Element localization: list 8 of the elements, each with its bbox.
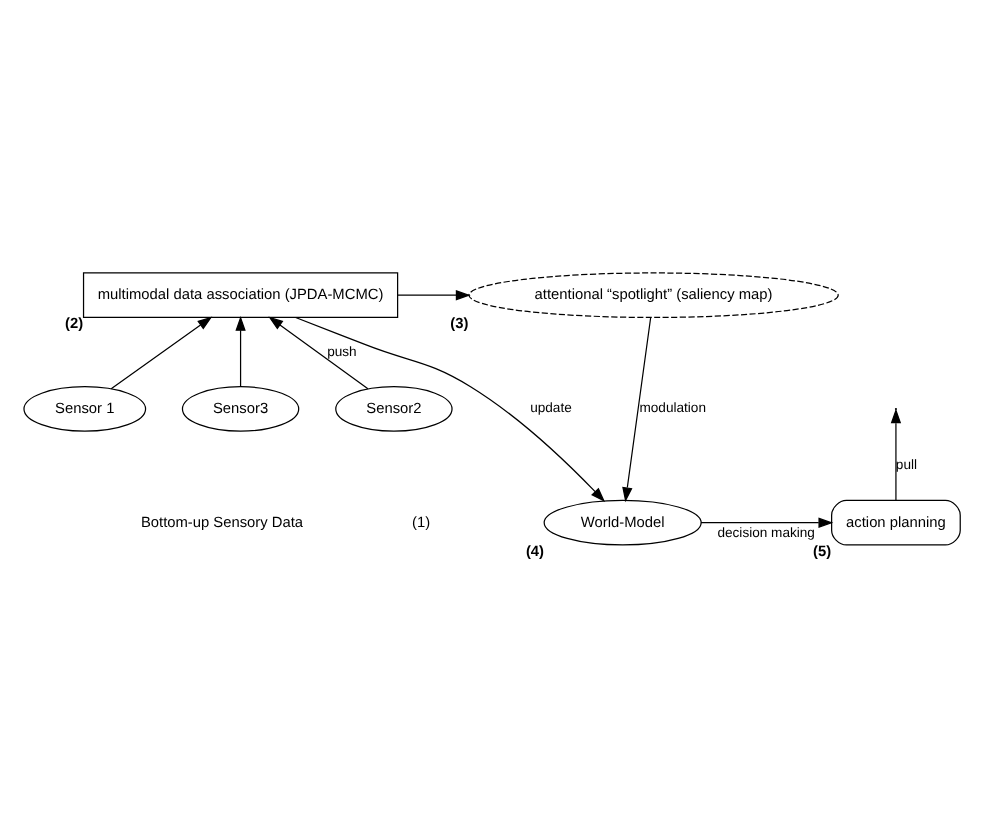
arrow (295, 316, 606, 503)
arrow (397, 290, 471, 301)
arrow (890, 408, 902, 501)
arrow (700, 517, 834, 528)
arrow (110, 316, 213, 390)
arrow (622, 317, 652, 503)
arrow (268, 316, 369, 390)
arrow (235, 315, 246, 387)
